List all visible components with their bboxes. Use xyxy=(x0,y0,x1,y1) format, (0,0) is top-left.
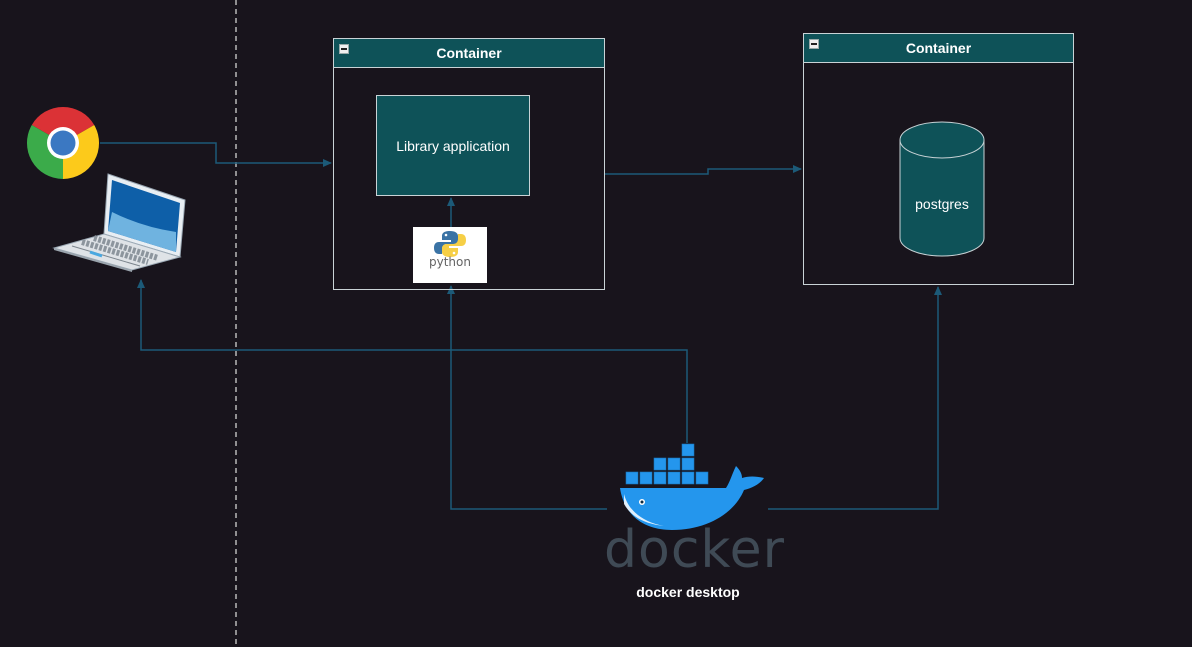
postgres-label: postgres xyxy=(915,196,969,212)
docker-desktop-caption: docker desktop xyxy=(636,584,740,600)
container-title: Container xyxy=(436,45,502,61)
connector-app-to-db xyxy=(605,165,802,175)
docker-wordmark: docker xyxy=(604,520,786,580)
connector-docker-to-laptop xyxy=(137,279,688,443)
library-application-box: Library application xyxy=(376,95,530,196)
database-container: Container xyxy=(803,33,1074,285)
python-logo-text: python xyxy=(429,255,471,269)
collapse-icon[interactable] xyxy=(809,39,819,49)
container-header: Container xyxy=(804,34,1073,63)
container-header: Container xyxy=(334,39,604,68)
container-title: Container xyxy=(905,40,972,56)
connector-docker-to-db-container xyxy=(768,286,942,510)
collapse-icon[interactable] xyxy=(339,44,349,54)
docker-whale-icon xyxy=(620,443,764,530)
laptop-icon xyxy=(52,173,186,272)
library-application-label: Library application xyxy=(396,137,510,154)
database-cylinder-icon xyxy=(899,121,985,257)
python-logo-icon: python xyxy=(413,227,487,283)
connector-docker-to-app-container xyxy=(447,285,607,510)
app-container: Container xyxy=(333,38,605,290)
chrome-browser-icon xyxy=(26,106,100,180)
connector-browser-to-app xyxy=(100,142,332,167)
python-snakes-icon xyxy=(434,231,466,257)
